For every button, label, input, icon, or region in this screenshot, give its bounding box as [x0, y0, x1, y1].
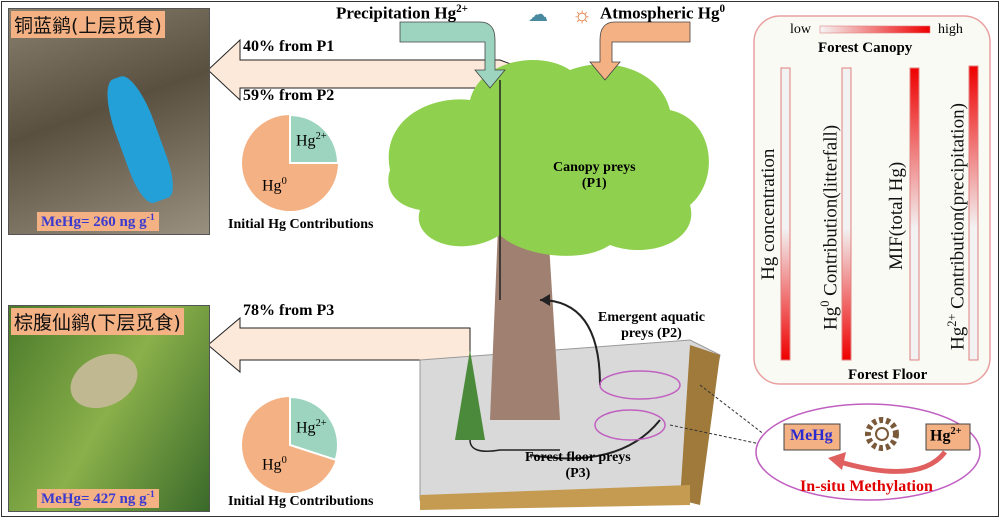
- flow-arrow-lower: [207, 316, 471, 374]
- bar-hg0-contribution: [841, 67, 852, 361]
- bar-hg-concentration: [780, 67, 791, 361]
- sun-icon: ☼: [572, 2, 593, 27]
- methylation-label: In-situ Methylation: [800, 478, 933, 495]
- precipitation-label: Precipitation Hg2+: [336, 3, 468, 23]
- pie2-hg0-label: Hg0: [262, 455, 287, 474]
- tree-canopy: [388, 60, 709, 256]
- bar-label-hg0: Hg0 Contribution(litterfall): [818, 124, 842, 330]
- gradient-panel: [753, 15, 991, 385]
- pie2-hg2-slice: [289, 395, 339, 462]
- flow-p2-label: 59% from P2: [243, 87, 335, 104]
- bird-name-upper: 铜蓝鹟(上层觅食): [11, 11, 165, 38]
- flow-p3-label: 78% from P3: [243, 302, 335, 319]
- bar-label-mif: MIF(total Hg): [886, 161, 907, 270]
- canopy-preys-label: Canopy preys(P1): [553, 160, 636, 191]
- mehg-value-upper: MeHg= 260 ng g-1: [37, 212, 159, 231]
- blue-bird: [97, 71, 181, 207]
- atmospheric-arrow: [589, 21, 691, 81]
- gear-icon: [865, 417, 899, 451]
- bar-mif: [909, 67, 920, 361]
- legend-high: high: [938, 22, 963, 37]
- legend-gradient-bar: [819, 25, 931, 34]
- flow-p1-label: 40% from P1: [243, 38, 335, 55]
- pie1-title: Initial Hg Contributions: [228, 217, 374, 232]
- brown-bird: [61, 343, 147, 419]
- forest-floor-label: Forest Floor: [848, 367, 928, 383]
- aquatic-path-arrow: [539, 299, 601, 386]
- hg2-box: Hg2+: [930, 426, 962, 445]
- bar-label-hg-concentration: Hg concentration: [758, 148, 779, 280]
- shrub: [455, 350, 485, 440]
- legend-low: low: [790, 22, 811, 37]
- bird-name-lower: 棕腹仙鹟(下层觅食): [11, 308, 184, 335]
- bar-label-hg2: Hg2+ Contribution(precipitation): [945, 103, 969, 350]
- bird-photo-upper: 铜蓝鹟(上层觅食) MeHg= 260 ng g-1: [8, 8, 210, 235]
- floor-prey-oval: [594, 409, 666, 441]
- atmospheric-label: Atmospheric Hg0: [600, 3, 725, 23]
- pie1-hg2-label: Hg2+: [296, 131, 327, 150]
- pie1-hg0-label: Hg0: [262, 176, 287, 195]
- pie2-hg2-label: Hg2+: [296, 418, 327, 437]
- pie2-title: Initial Hg Contributions: [228, 494, 374, 509]
- bird-photo-lower: 棕腹仙鹟(下层觅食) MeHg= 427 ng g-1: [8, 305, 210, 512]
- aquatic-prey-oval: [599, 370, 681, 400]
- mehg-box: MeHg: [790, 427, 833, 444]
- forest-canopy-label: Forest Canopy: [818, 40, 913, 56]
- methylation-arrow: [839, 450, 947, 474]
- mehg-value-lower: MeHg= 427 ng g-1: [37, 489, 159, 508]
- precipitation-arrow: [399, 21, 506, 89]
- rain-cloud-icon: ☁: [528, 4, 548, 26]
- floor-preys-label: Forest floor preys(P3): [525, 450, 631, 481]
- pie1-hg2-slice: [289, 113, 340, 164]
- bar-hg2-contribution: [968, 65, 979, 361]
